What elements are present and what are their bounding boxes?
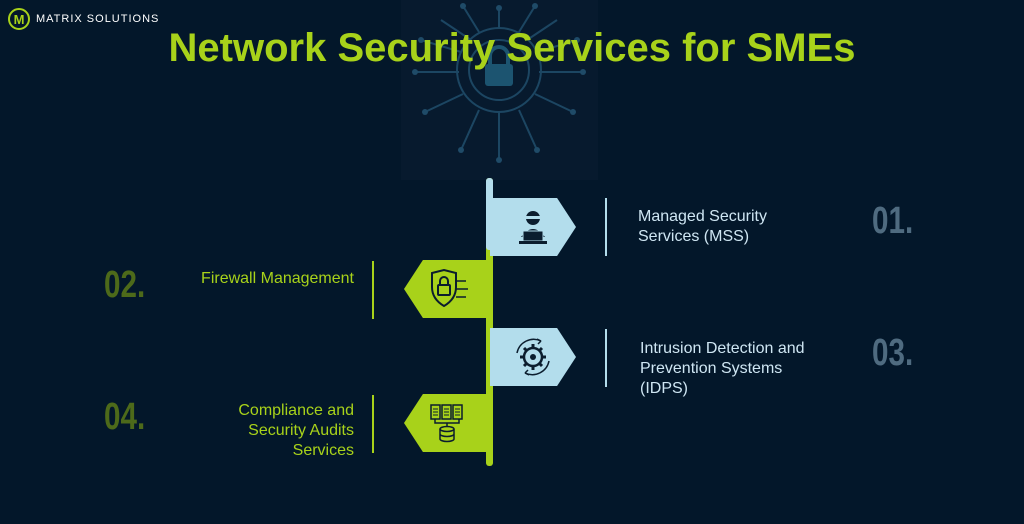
logo-mark: M — [8, 8, 30, 30]
service-4-divider — [372, 395, 374, 453]
page-title: Network Security Services for SMEs — [168, 26, 856, 70]
service-2-label: Firewall Management — [201, 270, 354, 287]
service-3-label: Intrusion Detection and Prevention Syste… — [640, 340, 805, 397]
service-1-divider — [605, 198, 607, 256]
brand-logo[interactable]: M MATRIX SOLUTIONS — [8, 8, 159, 30]
gear-arrows-icon — [516, 338, 550, 376]
service-2-number: 02. — [104, 264, 146, 306]
circuit-lock-icon — [412, 3, 586, 163]
documents-database-icon — [430, 404, 463, 443]
service-1-flag — [490, 198, 576, 256]
timeline-spine-top — [486, 178, 493, 250]
service-4-flag — [404, 394, 490, 452]
circuit-lock-background — [401, 0, 598, 180]
service-1-label: Managed Security Services (MSS) — [638, 208, 767, 245]
shield-lock-icon — [431, 269, 468, 308]
service-4-label: Compliance and Security Audits Services — [238, 402, 354, 459]
service-4-number: 04. — [104, 396, 146, 438]
brand-name: MATRIX SOLUTIONS — [36, 13, 160, 25]
service-2-flag — [404, 260, 490, 318]
service-3-number: 03. — [872, 332, 914, 374]
service-3-divider — [605, 329, 607, 387]
service-1-number: 01. — [872, 200, 914, 242]
timeline-spine — [486, 178, 493, 466]
service-2-divider — [372, 261, 374, 319]
service-3-flag — [490, 328, 576, 386]
hacker-laptop-icon — [519, 211, 547, 244]
